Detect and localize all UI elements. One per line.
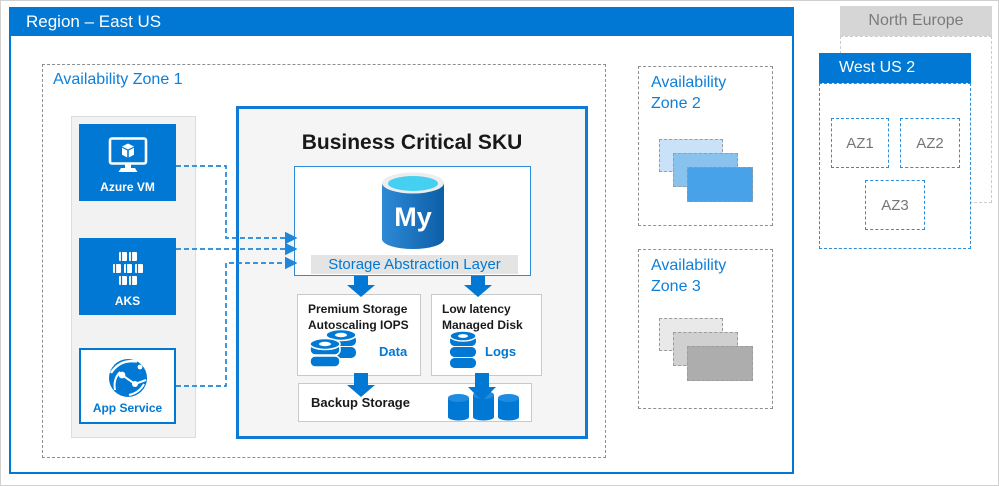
west-us-2-az2: AZ2	[900, 118, 960, 168]
azure-vm-tile: Azure VM	[79, 124, 176, 201]
backup-storage-title: Backup Storage	[311, 395, 410, 410]
storage-abstraction-layer: Storage Abstraction Layer	[311, 255, 518, 274]
zone2-stack-front	[687, 167, 753, 202]
managed-disk-icon	[449, 329, 479, 376]
region-east-us-header: Region – East US	[9, 7, 794, 36]
premium-storage-disks-icon	[309, 327, 363, 378]
data-badge: Data	[379, 344, 408, 359]
availability-zone-2-box	[638, 66, 773, 226]
zone3-stack-front	[687, 346, 753, 381]
mysql-database-icon: My	[376, 170, 450, 257]
low-latency-title-line2: Managed Disk	[442, 317, 523, 332]
mysql-my-text: My	[394, 202, 432, 232]
availability-zone-1-title: Availability Zone 1	[53, 71, 183, 88]
backup-storage-cylinders-icon	[445, 389, 523, 427]
aks-icon	[105, 238, 151, 294]
low-latency-title-line1: Low latency	[442, 302, 511, 316]
west-us-2-az1: AZ1	[831, 118, 889, 168]
premium-storage-box: Premium Storage Autoscaling IOPS	[297, 294, 421, 376]
aks-label: AKS	[114, 294, 141, 308]
availability-zone-2-title: Availability Zone 2	[651, 74, 727, 112]
aks-tile: AKS	[79, 238, 176, 315]
availability-zone-1-box	[42, 64, 606, 458]
azure-vm-icon	[107, 124, 149, 180]
premium-storage-title-line2: Autoscaling IOPS	[308, 317, 409, 332]
availability-zone-3-box	[638, 249, 773, 409]
app-service-label: App Service	[92, 401, 163, 415]
availability-zone-3-title: Availability Zone 3	[651, 257, 727, 295]
west-us-2-header: West US 2	[819, 53, 971, 83]
west-us-2-az3: AZ3	[865, 180, 925, 230]
logs-badge: Logs	[485, 344, 517, 359]
low-latency-managed-disk-box: Low latency Managed Disk	[431, 294, 542, 376]
azure-vm-label: Azure VM	[100, 180, 155, 194]
business-critical-sku-title: Business Critical SKU	[301, 131, 523, 154]
premium-storage-title-line1: Premium Storage	[308, 302, 408, 316]
north-europe-header: North Europe	[840, 6, 992, 36]
app-service-icon	[107, 350, 149, 401]
app-service-tile: App Service	[79, 348, 176, 424]
